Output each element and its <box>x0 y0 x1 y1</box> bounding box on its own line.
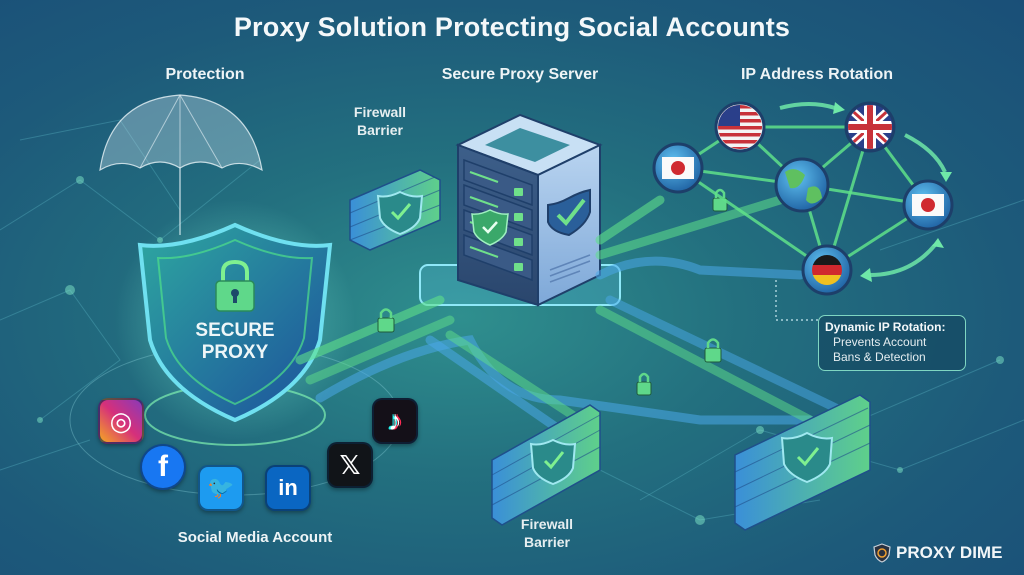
flag-uk-node <box>844 101 896 153</box>
twitter-icon: 🐦 <box>198 465 244 511</box>
firewall-barrier-top-icon <box>349 169 441 251</box>
flag-jp-left-node <box>652 142 704 194</box>
facebook-icon: f <box>140 444 186 490</box>
x-icon: 𝕏 <box>327 442 373 488</box>
proxy-server-icon <box>419 113 621 307</box>
flag-us-node <box>714 101 766 153</box>
section-label-social: Social Media Account <box>177 529 333 546</box>
firewall-label-bottom: Firewall Barrier <box>520 516 574 550</box>
shield-text: SECURE PROXY <box>195 320 275 363</box>
tiktok-icon: ♪ <box>372 398 418 444</box>
instagram-icon: ◎ <box>98 398 144 444</box>
firewall-barrier-bottom-left-icon <box>491 404 601 526</box>
data-streams <box>295 195 845 435</box>
linkedin-icon: in <box>265 465 311 511</box>
rotation-arrows <box>779 102 947 277</box>
network-lines <box>0 119 1024 521</box>
flag-jp-right-node <box>902 179 954 231</box>
page-title: Proxy Solution Protecting Social Account… <box>233 12 791 42</box>
section-label-rotation: IP Address Rotation <box>740 66 894 83</box>
small-lock-icons <box>377 188 728 396</box>
firewall-label-top: Firewall Barrier <box>353 104 407 138</box>
brand-logo: PROXY DIME <box>873 543 1002 563</box>
secure-proxy-shield-icon <box>137 222 333 423</box>
flag-de-node <box>801 244 853 296</box>
section-label-protection: Protection <box>165 66 245 83</box>
umbrella-icon <box>99 94 263 235</box>
globe-node <box>774 157 830 213</box>
dynamic-ip-callout: Dynamic IP Rotation: Prevents Account Ba… <box>818 315 966 371</box>
section-label-server: Secure Proxy Server <box>441 66 599 83</box>
firewall-barrier-bottom-right-icon <box>734 394 871 531</box>
brand-shield-icon <box>873 543 891 563</box>
